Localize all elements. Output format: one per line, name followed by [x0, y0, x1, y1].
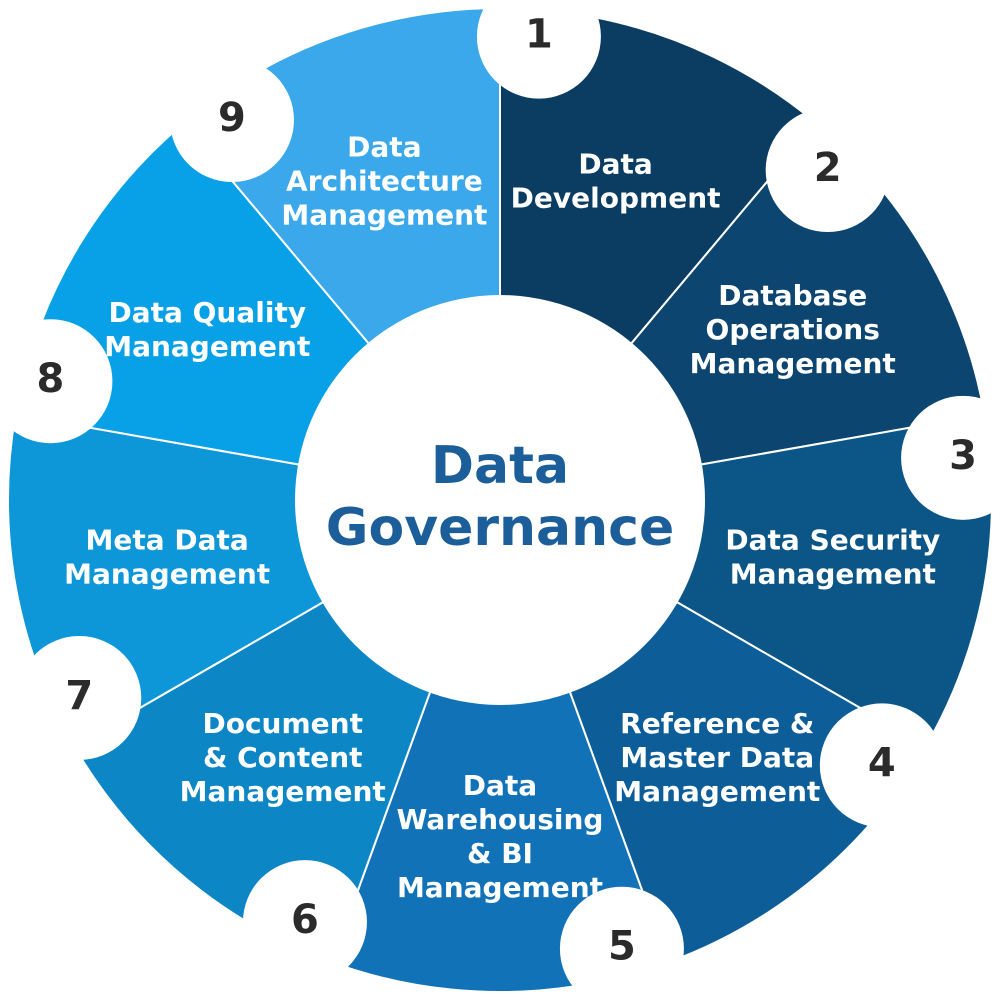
center-title-line: Data [431, 436, 569, 496]
segment-number-6: 6 [291, 897, 319, 943]
segment-number-4: 4 [868, 740, 896, 786]
segment-label-line: Data Security [725, 524, 940, 557]
segment-label-line: Data [463, 769, 537, 802]
segment-number-1: 1 [525, 12, 553, 58]
segment-label-line: Reference & [620, 707, 814, 740]
segment-notch-9 [169, 58, 294, 183]
segment-number-2: 2 [814, 145, 842, 191]
segment-label-line: Management [730, 558, 936, 591]
segment-label-line: Warehousing [397, 803, 604, 836]
segment-number-7: 7 [65, 673, 93, 719]
segment-number-8: 8 [37, 356, 65, 402]
segment-number-9: 9 [218, 95, 246, 141]
segment-label-line: & BI [467, 837, 533, 870]
segment-label-line: Data [578, 147, 652, 180]
segment-label-line: Database [718, 279, 867, 312]
segment-number-5: 5 [608, 924, 636, 970]
segment-notch-7 [17, 635, 142, 760]
segment-label-line: Development [511, 181, 721, 214]
segment-label-line: Architecture [286, 164, 483, 197]
segment-label-line: & Content [203, 741, 363, 774]
segment-notch-2 [765, 108, 890, 233]
center-circle [295, 295, 705, 705]
segment-notch-5 [559, 886, 684, 1000]
segment-notch-4 [819, 703, 944, 828]
segments-layer [7, 6, 993, 993]
segment-notch-6 [242, 860, 367, 985]
segment-label-line: Data Quality [108, 296, 306, 329]
segment-label-line: Management [397, 871, 603, 904]
segment-label-line: Management [690, 347, 896, 380]
segment-label-line: Management [281, 198, 487, 231]
segment-label-line: Meta Data [85, 524, 248, 557]
segment-label-line: Data [347, 130, 421, 163]
segment-label-line: Management [614, 775, 820, 808]
segment-label-line: Document [202, 707, 363, 740]
segment-notch-8 [0, 319, 113, 444]
center-title-line: Governance [326, 498, 674, 558]
segment-label-line: Master Data [620, 741, 814, 774]
segment-label-line: Management [64, 558, 270, 591]
segment-notch-3 [901, 395, 1000, 520]
segment-label-line: Management [180, 775, 386, 808]
segment-number-3: 3 [949, 433, 977, 479]
segment-label-line: Operations [706, 313, 880, 346]
segment-notch-1 [476, 0, 601, 99]
segment-label-line: Management [104, 330, 310, 363]
